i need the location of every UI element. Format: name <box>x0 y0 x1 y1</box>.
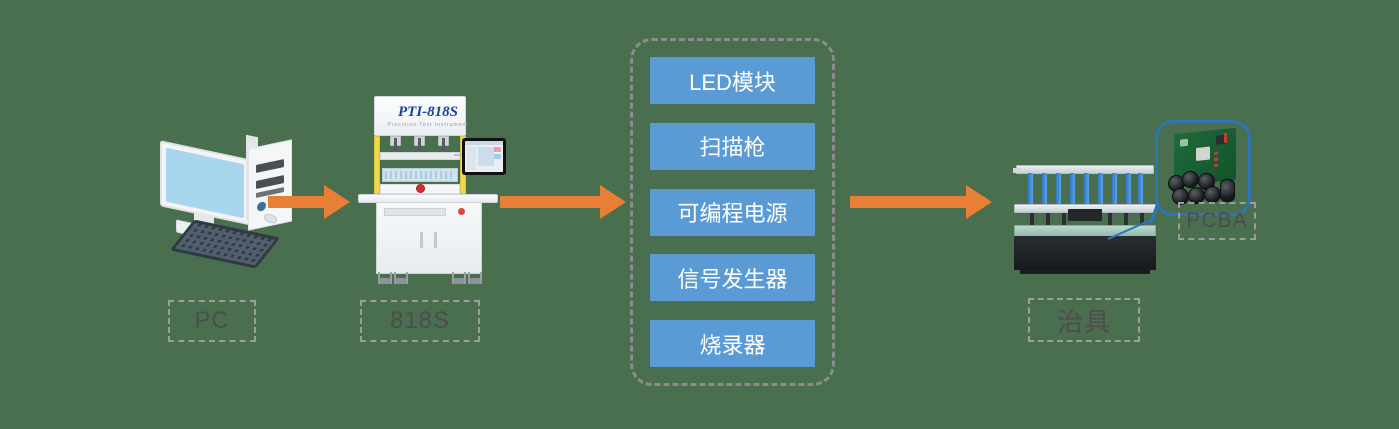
module-item-led[interactable]: LED模块 <box>650 57 815 104</box>
fixture-probe-pin <box>1070 173 1075 205</box>
fixture-lower-pin <box>1124 213 1128 225</box>
pcb-connector <box>1214 157 1218 162</box>
machine-brand-sublabel: Precision Test Instrument <box>387 122 469 128</box>
fixture-probe-pin <box>1042 173 1047 205</box>
pcba-callout-bubble <box>1149 120 1251 234</box>
machine-cabinet-slot <box>384 208 446 216</box>
machine-rod <box>442 138 445 154</box>
caption-machine: 818S <box>360 300 480 342</box>
machine-head-panel <box>374 96 466 136</box>
fixture-probe-pin <box>1138 173 1143 205</box>
machine-brand-label: PTI-818S <box>398 104 458 120</box>
capacitor-icon <box>1220 179 1235 202</box>
pcb-connector <box>1214 151 1218 156</box>
pcb-capacitor-group <box>1168 171 1242 207</box>
hmi-status-chip <box>494 154 501 159</box>
caption-pc: PC <box>168 300 256 342</box>
fixture-probe-pin <box>1098 173 1103 205</box>
capacitor-icon <box>1204 186 1221 203</box>
arrow-head <box>324 185 350 219</box>
arrow-shaft <box>850 196 968 208</box>
test-fixture-icon <box>1012 165 1158 274</box>
caption-pcba: PCBA <box>1178 202 1256 240</box>
pcb-chip <box>1180 138 1188 147</box>
caption-fixture: 治具 <box>1028 298 1140 342</box>
hmi-plot-area <box>478 147 494 166</box>
machine-rod <box>418 138 421 154</box>
arrow-machine-to-modules <box>500 185 626 219</box>
arrow-modules-to-fixture <box>850 185 992 219</box>
arrow-shaft <box>500 196 602 208</box>
arrow-pc-to-machine <box>268 185 350 219</box>
fixture-probe-pin <box>1028 173 1033 205</box>
fixture-probe-pin <box>1126 173 1131 205</box>
fixture-base <box>1014 236 1156 274</box>
machine-caster <box>468 272 482 284</box>
machine-tray <box>382 168 458 182</box>
machine-hmi-monitor-icon <box>462 138 506 175</box>
monitor-arm <box>454 154 464 156</box>
machine-caster <box>394 272 408 284</box>
machine-cabinet-handle <box>434 232 437 248</box>
fixture-probe-pin <box>1056 173 1061 205</box>
hmi-screen <box>465 141 503 172</box>
module-item-programmer[interactable]: 烧录器 <box>650 320 815 367</box>
test-machine-icon: PTI-818S Precision Test Instrument <box>358 96 506 286</box>
machine-caster <box>452 272 466 284</box>
machine-rail <box>380 152 460 160</box>
machine-status-led-icon <box>458 208 465 215</box>
arrow-head <box>966 185 992 219</box>
fixture-probe-pin <box>1084 173 1089 205</box>
module-group-panel: LED模块 扫描枪 可编程电源 信号发生器 烧录器 <box>630 38 835 386</box>
fixture-lower-pin <box>1046 213 1050 225</box>
pcb-connector <box>1224 132 1227 144</box>
fixture-lower-pin <box>1108 213 1112 225</box>
arrow-shaft <box>268 196 326 208</box>
module-item-programmable-power[interactable]: 可编程电源 <box>650 188 815 236</box>
machine-caster <box>378 272 392 284</box>
emergency-stop-icon <box>416 184 425 193</box>
fixture-center-block <box>1068 209 1102 221</box>
machine-cabinet-handle <box>420 232 423 248</box>
hmi-status-chip <box>494 147 501 152</box>
module-item-scanner[interactable]: 扫描枪 <box>650 122 815 170</box>
pcb-connector <box>1214 163 1218 168</box>
arrow-head <box>600 185 626 219</box>
fixture-lower-pin <box>1030 213 1034 225</box>
fixture-lower-pin <box>1062 213 1066 225</box>
fixture-probe-pin <box>1112 173 1117 205</box>
fixture-lower-pin <box>1140 213 1144 225</box>
pcb-chip <box>1196 146 1210 161</box>
capacitor-icon <box>1182 171 1199 188</box>
machine-rod <box>394 138 397 154</box>
machine-guard-post <box>374 136 380 194</box>
module-item-signal-generator[interactable]: 信号发生器 <box>650 254 815 302</box>
hmi-toolbar <box>465 141 503 145</box>
hmi-side-panel <box>467 147 476 170</box>
